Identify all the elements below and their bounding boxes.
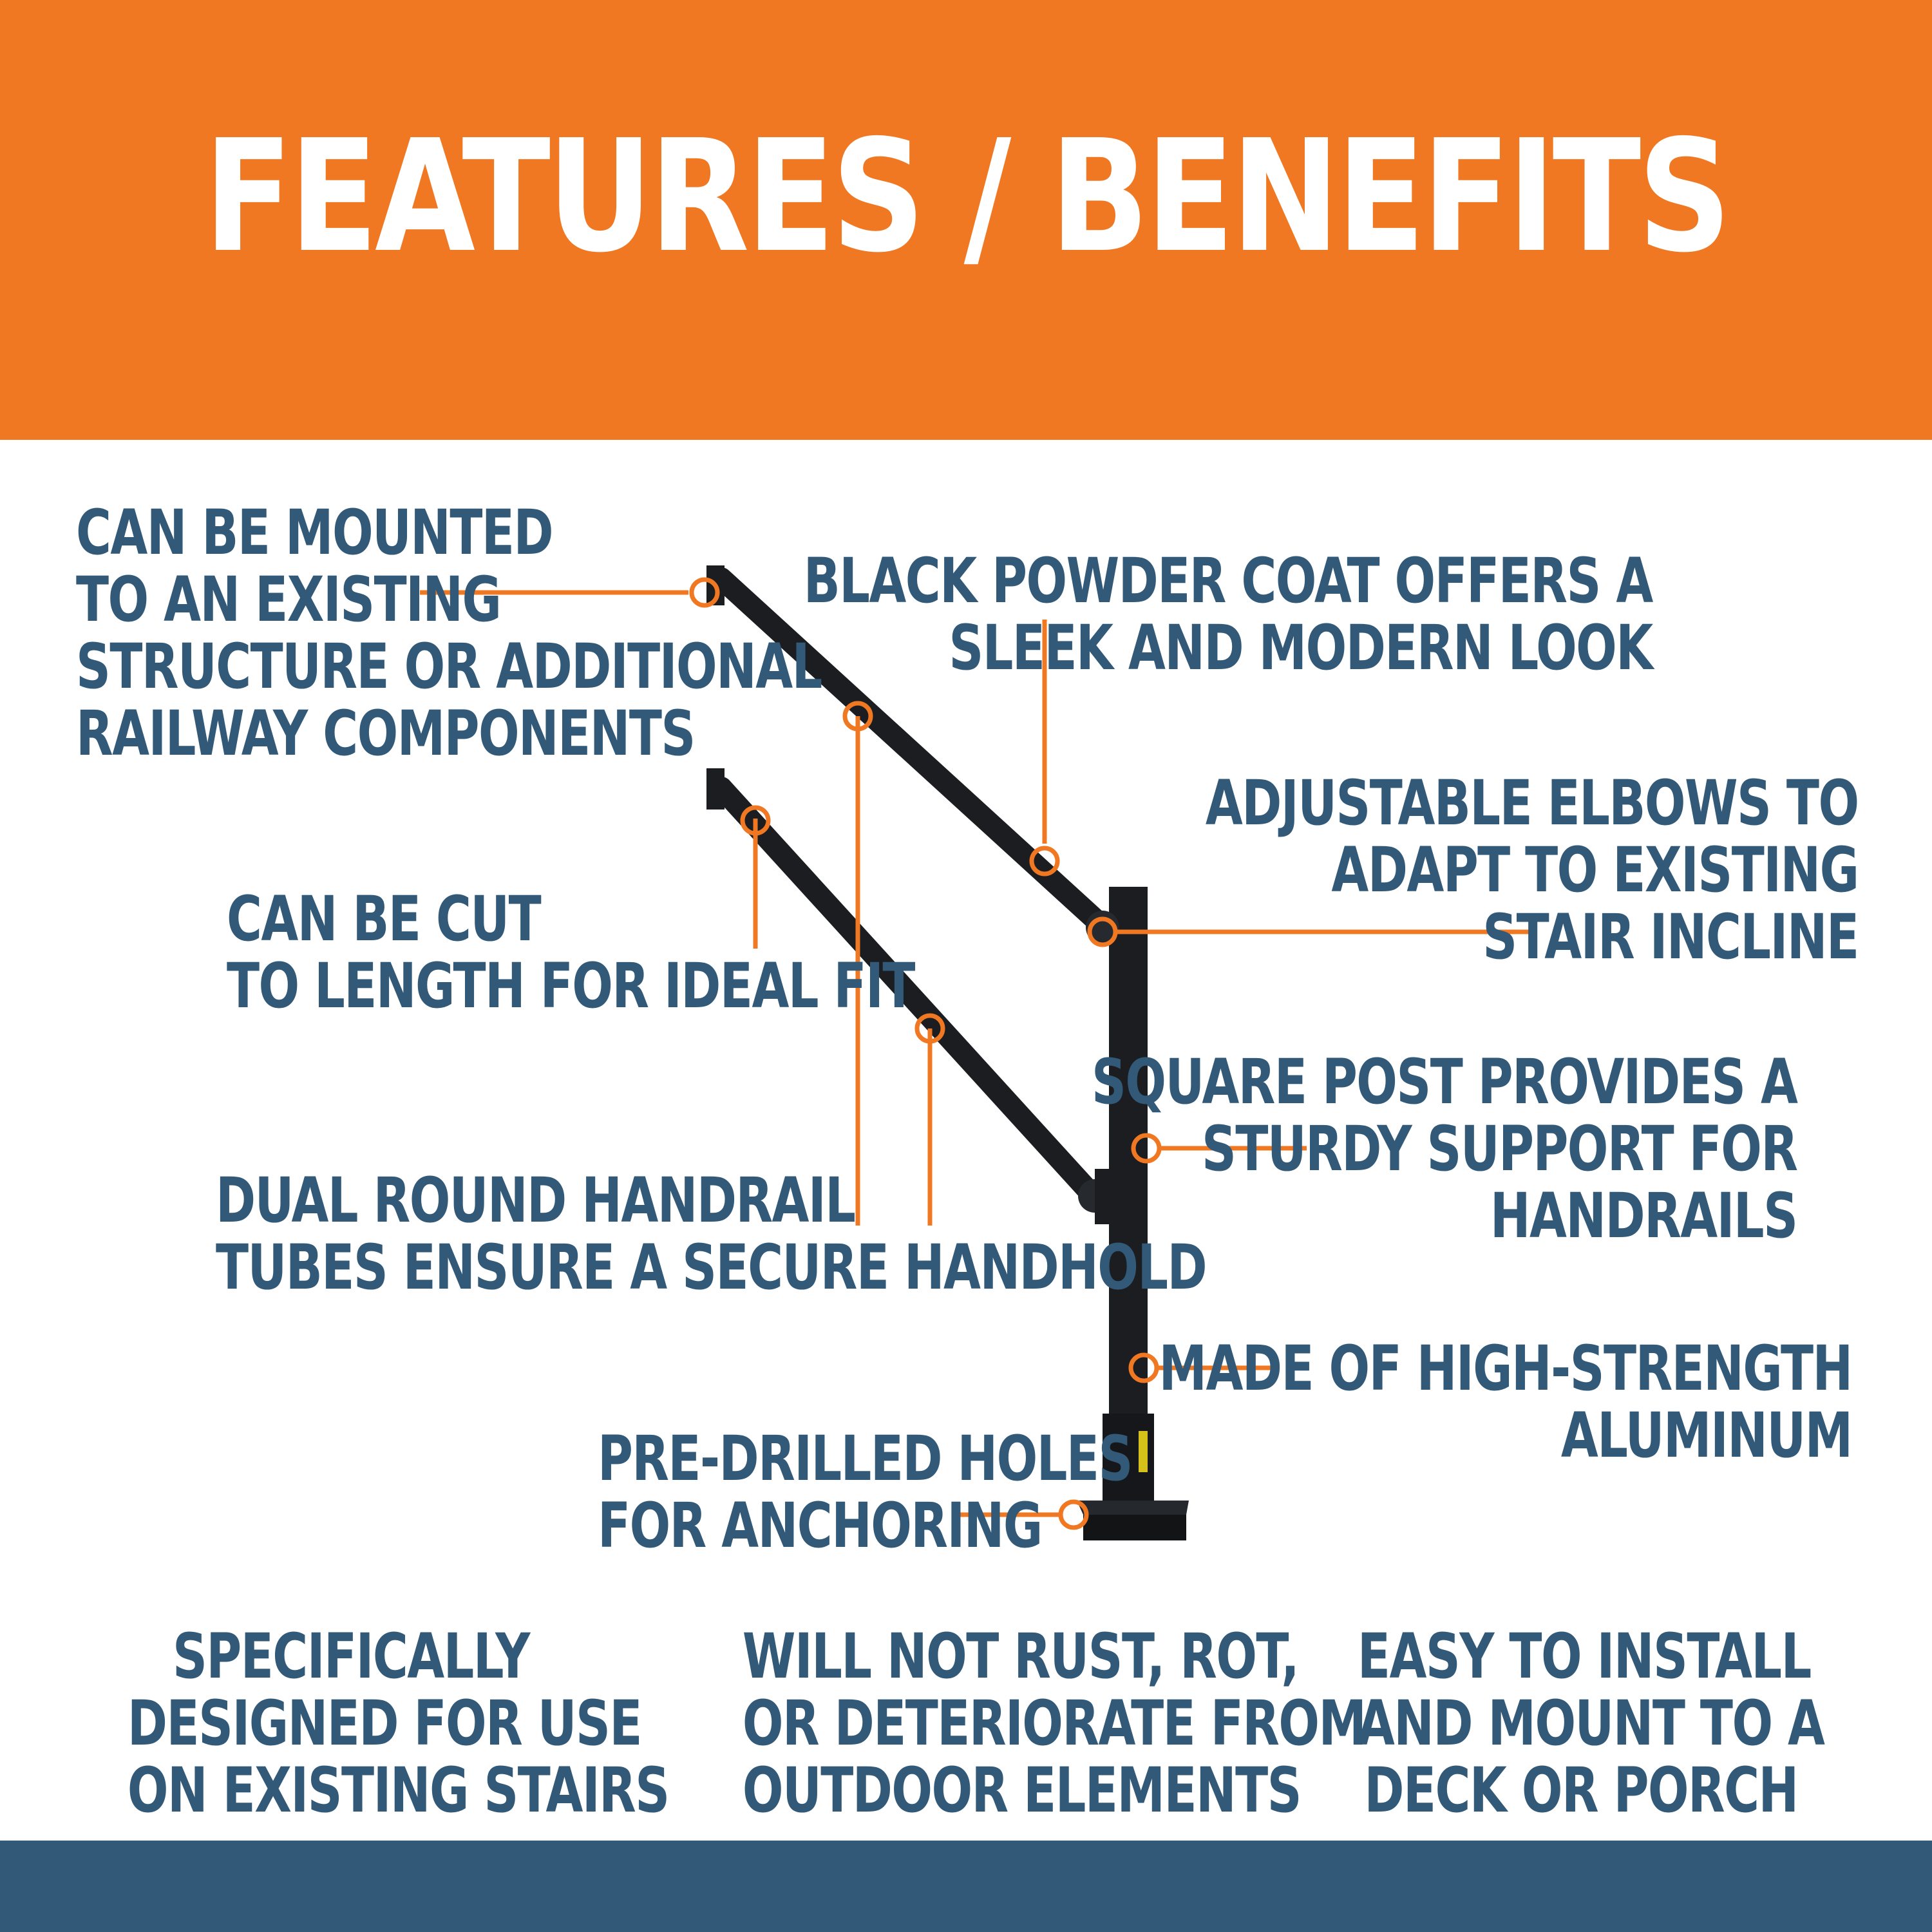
callout-holes: PRE-DRILLED HOLES FOR ANCHORING — [598, 1423, 1133, 1562]
marker-mounted — [689, 577, 720, 608]
lower-handrail — [710, 777, 1107, 1210]
page-title: FEATURES / BENEFITS — [204, 106, 1732, 287]
callout-elbows: ADJUSTABLE ELBOWS TO ADAPT TO EXISTING S… — [1206, 767, 1859, 973]
callout-powder-coat: BLACK POWDER COAT OFFERS A SLEEK AND MOD… — [804, 545, 1654, 684]
upper-handrail — [710, 567, 1113, 937]
benefit-rust: WILL NOT RUST, ROT, OR DETERIORATE FROM … — [742, 1620, 1367, 1826]
upper-elbow — [1086, 911, 1119, 944]
callout-cut: CAN BE CUT TO LENGTH FOR IDEAL FIT — [227, 883, 916, 1022]
marker-upper-mid — [842, 701, 873, 732]
marker-powder — [1029, 846, 1060, 876]
marker-elbows — [1087, 916, 1118, 947]
marker-holes — [1058, 1499, 1089, 1530]
callout-mounted: CAN BE MOUNTED TO AN EXISTING STRUCTURE … — [76, 497, 822, 770]
warning-label — [1139, 1431, 1148, 1472]
lower-elbow-clamp — [1095, 1169, 1115, 1224]
lower-wall-bracket — [706, 768, 724, 810]
marker-cut — [740, 805, 771, 836]
header-banner — [0, 0, 1932, 440]
marker-post — [1131, 1133, 1162, 1164]
benefit-stairs: SPECIFICALLY DESIGNED FOR USE ON EXISTIN… — [127, 1620, 670, 1826]
marker-lower-mid — [914, 1013, 945, 1044]
base-plate — [1083, 1515, 1186, 1540]
callout-square-post: SQUARE POST PROVIDES A STURDY SUPPORT FO… — [1091, 1046, 1798, 1252]
benefit-install: EASY TO INSTALL AND MOUNT TO A DECK OR P… — [1357, 1620, 1825, 1826]
marker-aluminum — [1128, 1352, 1159, 1383]
footer-bar — [0, 1841, 1932, 1932]
callout-dual-round: DUAL ROUND HANDRAIL TUBES ENSURE A SECUR… — [216, 1164, 1208, 1303]
callout-aluminum: MADE OF HIGH-STRENGTH ALUMINUM — [1159, 1332, 1853, 1472]
base-plate-top — [1077, 1501, 1189, 1515]
